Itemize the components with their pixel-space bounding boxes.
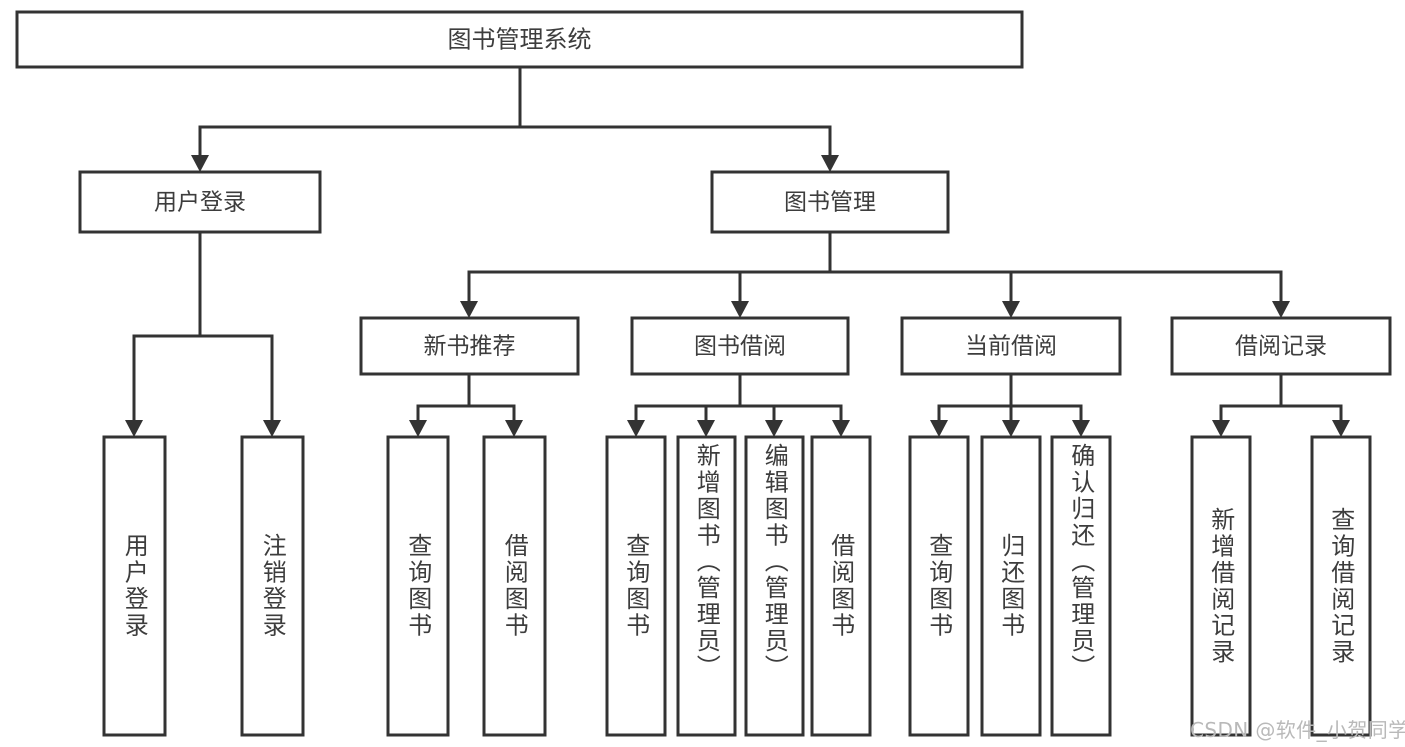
node-level3-1[interactable]: 图书借阅: [630, 316, 850, 376]
node-leaf-5-rect[interactable]: [676, 435, 737, 737]
node-level3-2-rect[interactable]: [900, 316, 1122, 376]
node-leaf-4-rect[interactable]: [605, 435, 667, 737]
node-leaf-3[interactable]: [482, 435, 547, 737]
arrow-icon-l3_current-2: [1072, 420, 1090, 437]
watermark-text: CSDN @软件_小贺同学: [1190, 718, 1405, 742]
node-level3-1-label: 图书借阅: [694, 334, 786, 360]
connector-layer: [125, 65, 1350, 437]
node-leaf-5[interactable]: [676, 435, 737, 737]
arrow-icon-l2_userlogin-1: [263, 420, 281, 437]
node-level3-0[interactable]: 新书推荐: [359, 316, 580, 376]
node-leaf-0-rect[interactable]: [102, 435, 167, 737]
arrow-icon-l3_newbook-1: [505, 420, 523, 437]
node-level3-2[interactable]: 当前借阅: [900, 316, 1122, 376]
node-leaf-12-rect[interactable]: [1310, 435, 1372, 737]
node-root[interactable]: 图书管理系统: [15, 10, 1024, 69]
node-leaf-0[interactable]: [102, 435, 167, 737]
node-leaf-7-rect[interactable]: [810, 435, 872, 737]
node-leaf-1[interactable]: [240, 435, 305, 737]
node-level3-2-label: 当前借阅: [965, 334, 1057, 360]
node-leaf-1-rect[interactable]: [240, 435, 305, 737]
node-leaf-6-rect[interactable]: [744, 435, 805, 737]
arrow-icon-l3_current-1: [1002, 420, 1020, 437]
node-leaf-11-rect[interactable]: [1190, 435, 1252, 737]
node-leaf-3-rect[interactable]: [482, 435, 547, 737]
arrow-icon-l3_current-0: [930, 420, 948, 437]
node-leaf-8-rect[interactable]: [908, 435, 970, 737]
node-level3-3[interactable]: 借阅记录: [1170, 316, 1392, 376]
arrow-icon-root_to_l2-1: [821, 155, 839, 172]
node-level2-1[interactable]: 图书管理: [710, 170, 950, 234]
arrow-icon-l3_record-1: [1332, 420, 1350, 437]
arrow-icon-l3_borrow-3: [832, 420, 850, 437]
node-leaf-11[interactable]: [1190, 435, 1252, 737]
node-level2-1-rect[interactable]: [710, 170, 950, 234]
node-leaf-2[interactable]: [386, 435, 450, 737]
arrow-icon-l2_bookmgmt-1: [731, 301, 749, 318]
arrow-icon-root_to_l2-0: [191, 155, 209, 172]
arrow-icon-l3_record-0: [1212, 420, 1230, 437]
node-level2-0-label: 用户登录: [154, 190, 246, 216]
arrow-icon-l2_userlogin-0: [125, 420, 143, 437]
arrow-icon-l3_newbook-0: [409, 420, 427, 437]
node-level3-1-rect[interactable]: [630, 316, 850, 376]
node-level2-0-rect[interactable]: [78, 170, 322, 234]
arrow-icon-l2_bookmgmt-0: [460, 301, 478, 318]
node-leaf-10[interactable]: [1050, 435, 1112, 737]
node-leaf-9-rect[interactable]: [980, 435, 1042, 737]
node-leaf-8[interactable]: [908, 435, 970, 737]
node-leaf-12[interactable]: [1310, 435, 1372, 737]
arrow-icon-l3_borrow-0: [627, 420, 645, 437]
node-level2-0[interactable]: 用户登录: [78, 170, 322, 234]
arrow-icon-l3_borrow-1: [697, 420, 715, 437]
arrow-icon-l3_borrow-2: [765, 420, 783, 437]
arrow-icon-l2_bookmgmt-3: [1272, 301, 1290, 318]
node-root-rect[interactable]: [15, 10, 1024, 69]
node-leaf-7[interactable]: [810, 435, 872, 737]
arrow-icon-l2_bookmgmt-2: [1002, 301, 1020, 318]
node-level3-3-label: 借阅记录: [1235, 334, 1327, 360]
node-level3-0-rect[interactable]: [359, 316, 580, 376]
node-root-label: 图书管理系统: [448, 26, 592, 54]
node-leaf-9[interactable]: [980, 435, 1042, 737]
node-level3-3-rect[interactable]: [1170, 316, 1392, 376]
node-leaf-2-rect[interactable]: [386, 435, 450, 737]
node-leaf-10-rect[interactable]: [1050, 435, 1112, 737]
node-leaf-6[interactable]: [744, 435, 805, 737]
node-leaf-4[interactable]: [605, 435, 667, 737]
node-level3-0-label: 新书推荐: [424, 334, 516, 360]
node-level2-1-label: 图书管理: [784, 190, 876, 216]
